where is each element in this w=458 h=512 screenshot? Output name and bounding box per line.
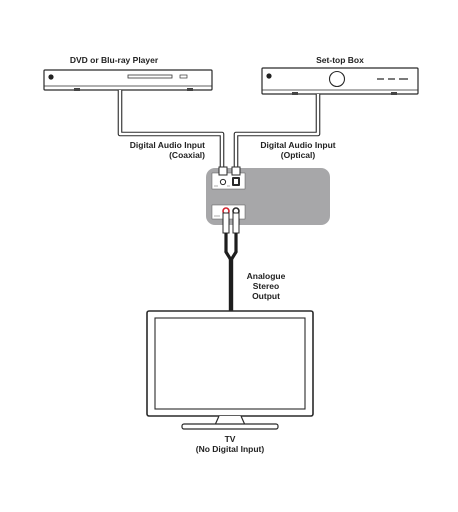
analogue-output-label-3: Output xyxy=(252,291,280,301)
coaxial-jack xyxy=(219,178,227,186)
tv: TV (No Digital Input) xyxy=(146,310,314,454)
set-top-box-label: Set-top Box xyxy=(316,55,364,65)
dvd-disc-tray xyxy=(127,74,173,79)
coaxial-cable xyxy=(117,90,225,168)
tv-screen xyxy=(154,317,306,410)
set-top-box: Set-top Box xyxy=(261,55,419,95)
tv-label: TV xyxy=(225,434,236,444)
coaxial-input-sublabel: (Coaxial) xyxy=(169,150,205,160)
optical-cable xyxy=(233,94,321,168)
optical-input-label: Digital Audio Input xyxy=(260,140,335,150)
tv-base xyxy=(181,423,279,430)
dvd-player-label: DVD or Blu-ray Player xyxy=(70,55,159,65)
analogue-cable xyxy=(222,212,240,312)
stb-dial-knob xyxy=(328,70,346,88)
dvd-player: DVD or Blu-ray Player xyxy=(43,55,213,91)
tv-sublabel: (No Digital Input) xyxy=(196,444,265,454)
optical-input-sublabel: (Optical) xyxy=(281,150,316,160)
analogue-output-label-1: Analogue xyxy=(247,271,286,281)
dvd-power-icon xyxy=(48,74,54,80)
coaxial-input-label: Digital Audio Input xyxy=(130,140,205,150)
audio-converter xyxy=(206,166,330,225)
stb-power-icon xyxy=(266,73,272,79)
analogue-output-label-2: Stereo xyxy=(253,281,279,291)
